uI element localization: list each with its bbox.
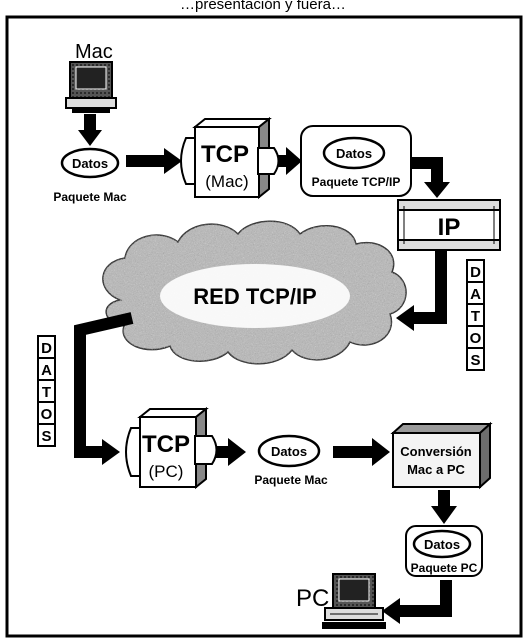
diagram-border (5, 15, 523, 638)
cloud-label: RED TCP/IP (193, 284, 316, 309)
conversion-line1: Conversión (400, 444, 472, 459)
datos-oval-3 (257, 434, 321, 468)
paquete-pc-label: Paquete PC (411, 561, 478, 575)
conversion-unit (390, 421, 493, 490)
conversion-line2: Mac a PC (407, 462, 465, 477)
datos-left-letter: D (41, 340, 52, 357)
tcp-pc-title: TCP (142, 431, 190, 458)
paquete-mac-1: Paquete Mac (53, 190, 127, 204)
datos-left-cell (37, 423, 56, 447)
mac-label: Mac (75, 41, 113, 63)
datos-oval-2 (322, 136, 386, 170)
ip-unit (397, 199, 501, 251)
pc-label: PC (296, 585, 329, 612)
tcp-pc-unit (125, 406, 218, 490)
arrow-datos-to-tcp-mac (126, 148, 182, 174)
datos-left-letter: A (41, 362, 52, 379)
datos-oval-1 (60, 147, 120, 179)
arrow-ip-to-cloud (396, 250, 447, 331)
arrow-tcp-pc-to-datos (216, 438, 246, 466)
datos-right-letter: S (470, 352, 480, 369)
red-tcpip-cloud (102, 220, 407, 365)
arrow-cloud-to-tcp-pc (74, 312, 134, 465)
datos-right-letter: O (470, 330, 482, 347)
tcp-mac-unit (180, 116, 280, 200)
arrow-datos-to-conversion (333, 438, 390, 466)
datos-oval-1-label: Datos (72, 156, 108, 171)
arrow-conversion-to-paquete-pc (431, 490, 457, 524)
paquete-mac-2: Paquete Mac (254, 473, 328, 487)
arrow-paquete-pc-to-pc (382, 580, 452, 624)
datos-left-letter: S (41, 428, 51, 445)
datos-right-letter: T (471, 308, 480, 325)
datos-oval-2-label: Datos (336, 146, 372, 161)
datos-oval-4-label: Datos (424, 537, 460, 552)
header-fragment: …presentación y fuera… (180, 0, 346, 13)
datos-oval-4 (412, 529, 472, 559)
tcp-pc-subtitle: (PC) (149, 462, 184, 481)
arrow-tcpip-to-ip (411, 157, 450, 198)
ip-label: IP (438, 214, 461, 241)
datos-right-letter: A (470, 286, 481, 303)
datos-left-letter: T (42, 384, 51, 401)
datos-right-letter: D (470, 264, 481, 281)
pc-computer-icon (322, 573, 386, 629)
tcp-mac-subtitle: (Mac) (205, 172, 248, 191)
tcp-mac-title: TCP (201, 141, 249, 168)
datos-right-cell (466, 347, 485, 371)
paquete-tcpip-label: Paquete TCP/IP (312, 175, 401, 189)
arrow-tcp-mac-to-datos (278, 147, 302, 175)
mac-computer-icon (65, 61, 117, 113)
arrow-mac-to-datos (78, 114, 102, 146)
datos-oval-3-label: Datos (271, 444, 307, 459)
datos-left-letter: O (41, 406, 53, 423)
